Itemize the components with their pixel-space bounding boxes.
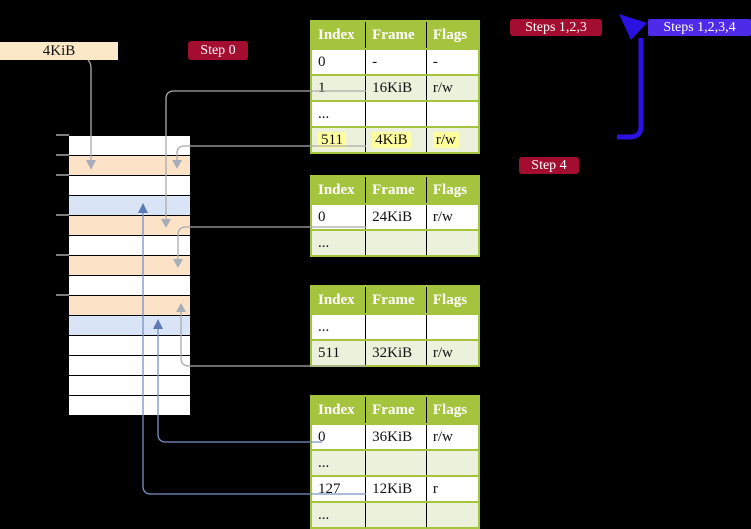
memory-row-6 <box>69 256 190 276</box>
memory-row-12 <box>69 376 190 396</box>
table-cell: ... <box>311 229 367 256</box>
table-cell: r/w <box>426 423 479 450</box>
table-cell: 0 <box>311 203 367 230</box>
table-cell: 36KiB <box>365 423 427 450</box>
tick-mark-4kib <box>56 154 69 156</box>
column-header: Index <box>311 286 367 314</box>
table-cell: r/w <box>426 339 479 366</box>
step-0-badge: Step 0 <box>188 41 248 60</box>
column-header: Frame <box>365 21 427 49</box>
column-header: Index <box>311 176 367 204</box>
highlighted-value: r/w <box>432 131 459 148</box>
table-cell <box>365 501 427 528</box>
table-cell: - <box>426 48 479 75</box>
tick-mark-8kib <box>56 174 69 176</box>
memory-row-1 <box>69 156 190 176</box>
recursive-loop-arrowhead <box>619 14 647 40</box>
table-row: 0-- <box>311 48 479 75</box>
table-cell: 12KiB <box>365 475 427 502</box>
table-cell <box>426 229 479 256</box>
table-cell: 16KiB <box>365 74 427 101</box>
table-cell: 24KiB <box>365 203 427 230</box>
table-cell: ... <box>311 501 367 528</box>
table-cell: - <box>365 48 427 75</box>
table-cell: r <box>426 475 479 502</box>
table-row: ... <box>311 449 479 476</box>
table-cell: 0 <box>311 48 367 75</box>
table-cell: 1 <box>311 74 367 101</box>
steps-1-2-3-4-badge: Steps 1,2,3,4 <box>648 19 751 36</box>
table-cell: 511 <box>311 339 367 366</box>
memory-strip <box>69 135 190 416</box>
table-cell: r/w <box>426 126 479 153</box>
table-cell: 511 <box>311 126 367 153</box>
table-cell: ... <box>311 313 367 340</box>
table-cell: 32KiB <box>365 339 427 366</box>
memory-row-9 <box>69 316 190 336</box>
table-cell <box>426 501 479 528</box>
memory-row-11 <box>69 356 190 376</box>
memory-row-10 <box>69 336 190 356</box>
column-header: Frame <box>365 396 427 424</box>
memory-row-7 <box>69 276 190 296</box>
table-cell: ... <box>311 449 367 476</box>
column-header: Flags <box>426 286 479 314</box>
table-cell: 4KiB <box>365 126 427 153</box>
table-cell <box>426 449 479 476</box>
table-cell <box>365 229 427 256</box>
table-cell: r/w <box>426 203 479 230</box>
table-cell <box>426 313 479 340</box>
table-row: ... <box>311 100 479 127</box>
table-row: ... <box>311 313 479 340</box>
table-cell <box>365 313 427 340</box>
memory-row-13 <box>69 396 190 416</box>
column-header: Frame <box>365 286 427 314</box>
table-cell <box>365 449 427 476</box>
highlighted-value: 511 <box>318 131 346 148</box>
table-row: ... <box>311 501 479 528</box>
table-cell <box>365 100 427 127</box>
step-4-badge: Step 4 <box>519 157 579 174</box>
memory-row-8 <box>69 296 190 316</box>
table-cell: r/w <box>426 74 479 101</box>
column-header: Index <box>311 396 367 424</box>
column-header: Frame <box>365 176 427 204</box>
table-row: ... <box>311 229 479 256</box>
memory-row-0 <box>69 136 190 156</box>
steps-1-2-3-badge: Steps 1,2,3 <box>510 19 602 36</box>
table-cell: ... <box>311 100 367 127</box>
memory-row-2 <box>69 176 190 196</box>
tick-mark-0kib <box>56 134 69 136</box>
frame-pointer-label: 4KiB <box>0 42 118 60</box>
tick-mark-16kib <box>56 214 69 216</box>
table-cell <box>426 100 479 127</box>
memory-row-4 <box>69 216 190 236</box>
column-header: Flags <box>426 396 479 424</box>
recursive-loop-arrow <box>617 38 644 140</box>
memory-row-3 <box>69 196 190 216</box>
tick-mark-32kib <box>56 294 69 296</box>
column-header: Flags <box>426 21 479 49</box>
table-cell: 0 <box>311 423 367 450</box>
column-header: Flags <box>426 176 479 204</box>
tick-mark-24kib <box>56 254 69 256</box>
memory-row-5 <box>69 236 190 256</box>
table-row: 511 4KiB r/w <box>311 126 479 153</box>
column-header: Index <box>311 21 367 49</box>
table-cell: 127 <box>311 475 367 502</box>
highlighted-value: 4KiB <box>372 131 411 148</box>
